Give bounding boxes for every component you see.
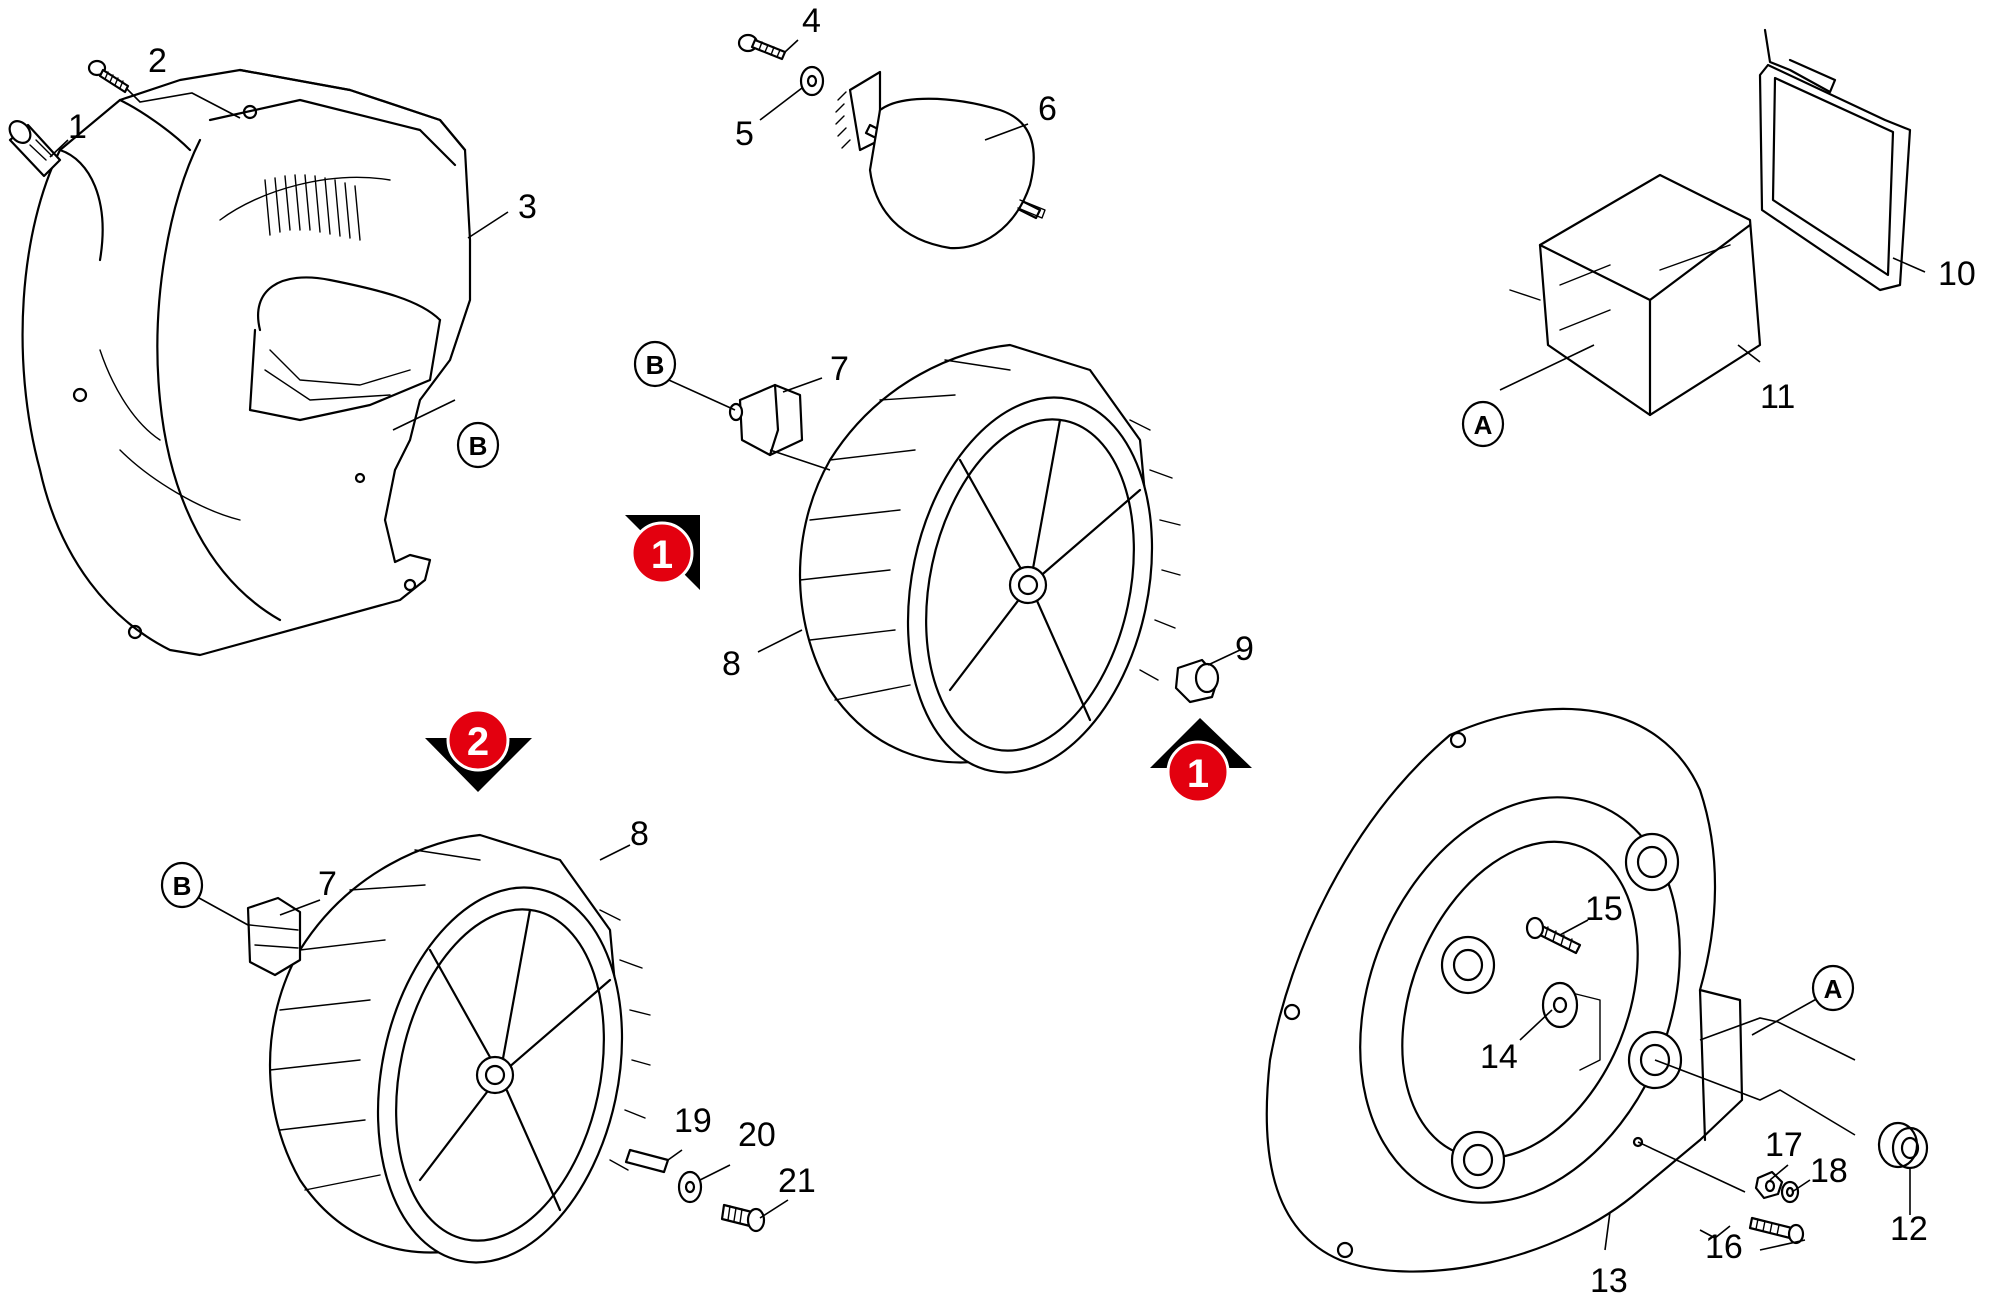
label-5: 5 (735, 115, 754, 153)
label-10: 10 (1938, 255, 1976, 293)
label-8-lower: 8 (630, 815, 649, 853)
part-5-washer (799, 65, 825, 97)
part-10-seal-ring (1758, 28, 1912, 292)
mount-boss-left (1440, 935, 1496, 995)
part-13-back-plate (1265, 707, 1744, 1273)
part-4-screw (737, 33, 787, 61)
part-2-screw (87, 59, 130, 94)
part-8-impeller-wheel-lower (268, 833, 651, 1264)
label-3: 3 (518, 188, 537, 226)
part-8-impeller-wheel-upper (798, 343, 1181, 774)
badge-1-upper-left: 1 (625, 515, 700, 590)
part-number-labels: 1 2 3 4 5 6 7 8 9 10 11 7 8 19 20 21 15 … (68, 2, 1976, 1300)
part-3-blower-housing (21, 68, 472, 657)
svg-text:A: A (1824, 974, 1843, 1004)
mount-boss-bottom (1450, 1130, 1506, 1190)
svg-text:B: B (469, 431, 488, 461)
part-17-nut (1754, 1170, 1784, 1200)
svg-text:2: 2 (467, 720, 489, 764)
label-1: 1 (68, 108, 87, 146)
label-16: 16 (1705, 1228, 1743, 1266)
part-20-washer (677, 1170, 703, 1204)
label-8-upper: 8 (722, 645, 741, 683)
svg-text:1: 1 (1187, 752, 1209, 796)
part-6-motor-cover (835, 70, 1046, 250)
part-7-hub-lower (246, 896, 302, 977)
label-18: 18 (1810, 1152, 1848, 1190)
part-18-washer (1780, 1180, 1800, 1204)
label-15: 15 (1585, 890, 1623, 928)
part-21-screw (720, 1203, 766, 1233)
label-4: 4 (802, 2, 821, 40)
housing-fins (264, 174, 361, 241)
ref-letter-b-upper: B (633, 340, 677, 388)
ref-letter-a-box: A (1461, 400, 1505, 448)
label-2: 2 (148, 42, 167, 80)
svg-text:1: 1 (651, 533, 673, 577)
badge-2: 2 (425, 708, 532, 792)
part-7-hub-upper (728, 383, 804, 457)
badge-1-lower-right: 1 (1150, 718, 1252, 804)
svg-text:B: B (646, 350, 665, 380)
label-21: 21 (778, 1162, 816, 1200)
label-12: 12 (1890, 1210, 1928, 1248)
label-19: 19 (674, 1102, 712, 1140)
part-12-plug (1877, 1121, 1929, 1170)
ref-letter-a-plate: A (1811, 964, 1855, 1012)
part-16-screw (1748, 1216, 1805, 1245)
leader-lines (49, 39, 1926, 1251)
mount-boss-top (1624, 832, 1680, 892)
label-13: 13 (1590, 1262, 1628, 1300)
part-1-plug (8, 120, 62, 178)
label-7-upper: 7 (830, 350, 849, 388)
label-20: 20 (738, 1116, 776, 1154)
ref-letter-b-housing: B (456, 421, 500, 469)
label-11: 11 (1760, 378, 1795, 416)
part-15-screw (1525, 916, 1582, 955)
part-9-cap (1174, 658, 1220, 704)
ref-letter-b-lower: B (160, 861, 204, 909)
label-6: 6 (1038, 90, 1057, 128)
part-11-filter-box (1509, 173, 1762, 417)
label-17: 17 (1765, 1126, 1803, 1164)
label-9: 9 (1235, 630, 1254, 668)
part-14-washer (1541, 981, 1579, 1029)
svg-text:A: A (1474, 410, 1493, 440)
part-19-pin (624, 1148, 670, 1174)
svg-text:B: B (173, 871, 192, 901)
label-7-lower: 7 (318, 865, 337, 903)
label-14: 14 (1480, 1038, 1518, 1076)
